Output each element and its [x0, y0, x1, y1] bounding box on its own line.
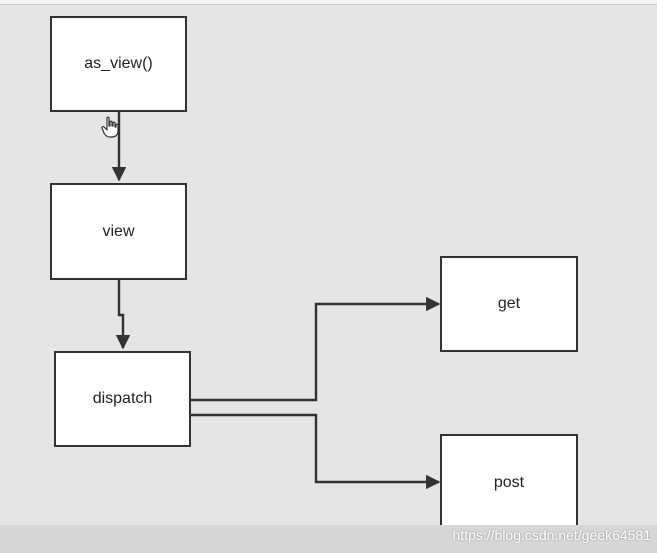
- node-view-label: view: [102, 222, 135, 240]
- node-as-view-label: as_view(): [84, 55, 153, 72]
- node-dispatch-label: dispatch: [92, 390, 153, 407]
- node-post: post: [440, 434, 578, 531]
- edge-dispatch-to-post: [190, 413, 441, 490]
- node-get: get: [440, 256, 578, 352]
- bottom-bar: [0, 525, 657, 553]
- node-as-view: as_view(): [50, 16, 187, 112]
- node-view: view: [50, 183, 187, 280]
- watermark-text: https://blog.csdn.net/geek64581: [452, 527, 651, 543]
- top-border-bar: [0, 0, 657, 5]
- node-post-label: post: [493, 473, 525, 491]
- node-dispatch: dispatch: [54, 351, 191, 447]
- node-get-label: get: [497, 295, 521, 312]
- edge-dispatch-to-get: [190, 296, 441, 402]
- hand-pointer-icon: [101, 116, 119, 138]
- edge-view-to-dispatch: [115, 280, 131, 350]
